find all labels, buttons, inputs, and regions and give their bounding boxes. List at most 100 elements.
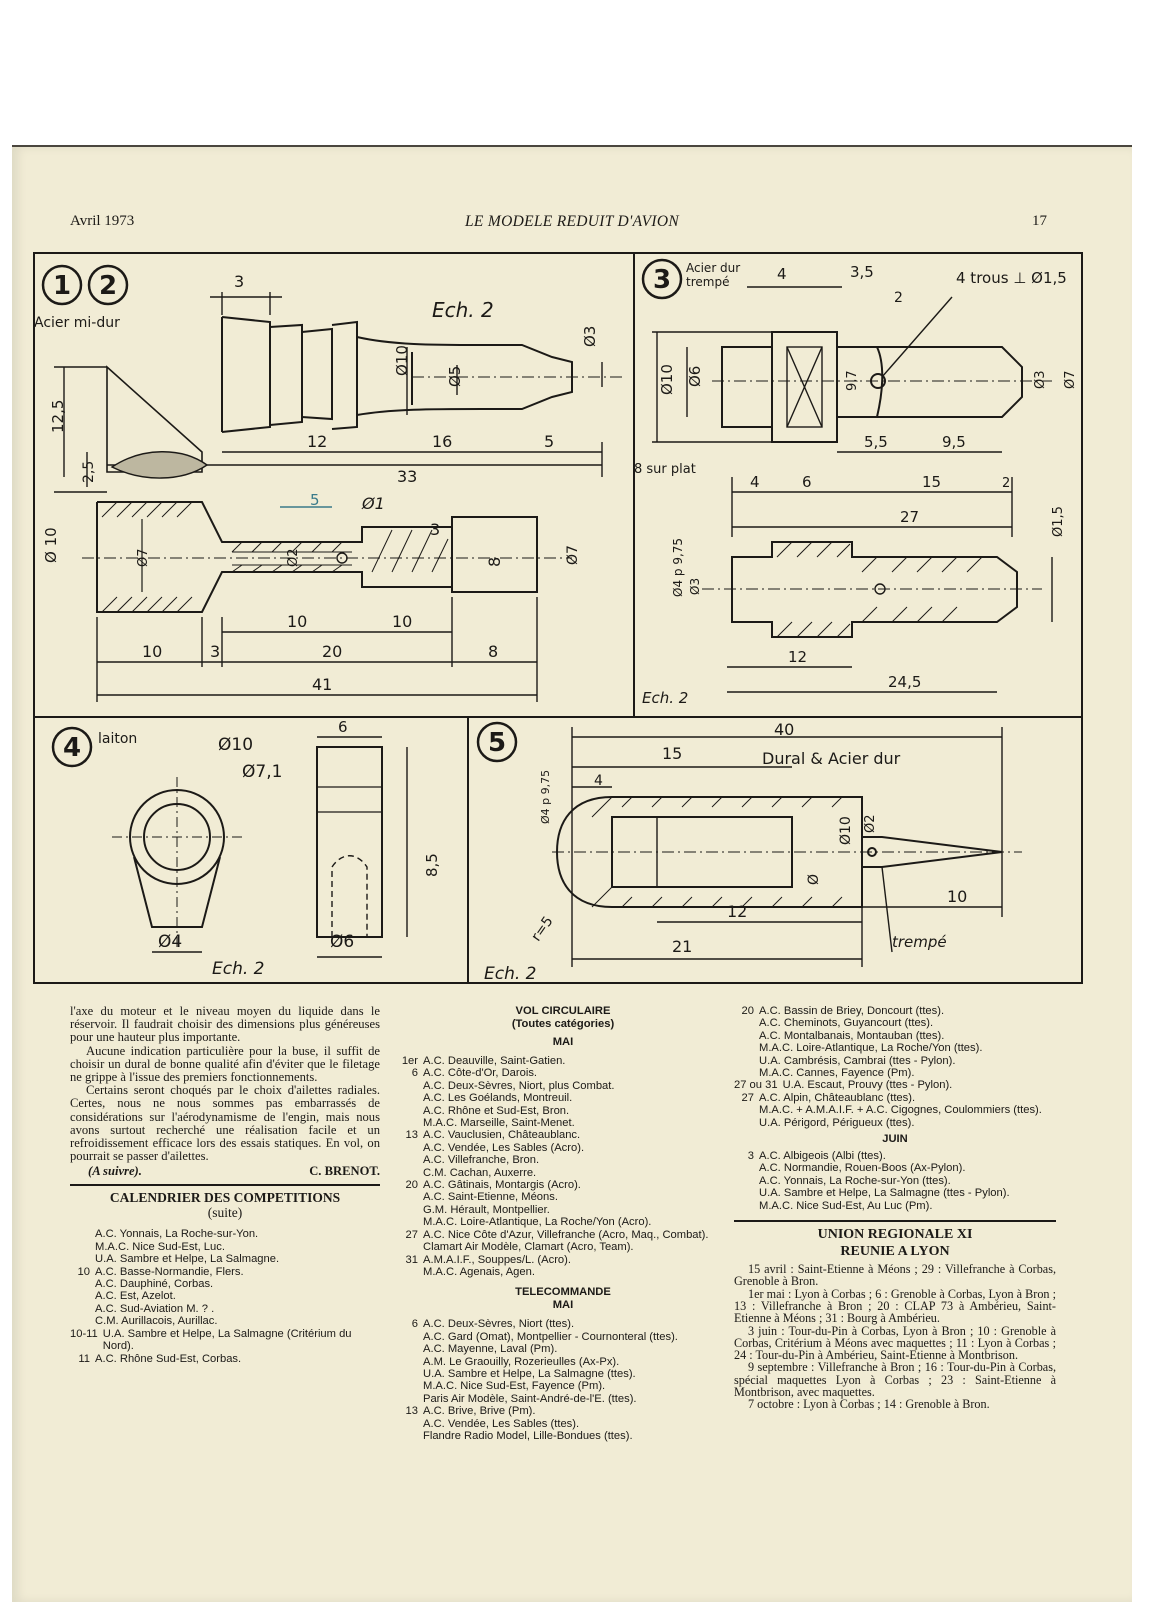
svg-text:Ø3: Ø3 [581,326,599,347]
list-item-text: M.A.C. Loire-Atlantique, La Roche/Yon (A… [423,1216,652,1229]
svg-text:2: 2 [894,290,903,306]
list-item-text: A.C. Yonnais, La Roche-sur-Yon. [95,1228,259,1241]
list-item: A.C. Deux-Sèvres, Niort, plus Combat. [398,1080,728,1092]
juin-heading: JUIN [882,1133,908,1146]
material-label-3a: Acier dur [686,261,740,275]
telecommande-month: MAI [552,1299,574,1312]
section-divider-2 [734,1220,1056,1223]
svg-text:6: 6 [338,718,348,736]
list-item-date [398,1266,423,1278]
list-item-date: 10-11 [70,1327,98,1340]
list-item: M.A.C. Nice Sud-Est, Luc. [70,1241,380,1253]
svg-text:10: 10 [287,612,307,631]
material-label-1: Acier mi-dur [34,315,120,331]
column-1: l'axe du moteur et le niveau moyen du li… [70,1004,380,1365]
header-date: Avril 1973 [70,213,135,229]
list-item-date [734,1067,759,1079]
list-item-date [70,1303,95,1315]
list-item-date [398,1216,423,1228]
list-item-date: 6 [411,1067,418,1080]
list-item-text: A.C. Yonnais, La Roche-sur-Yon (ttes). [759,1174,951,1187]
svg-text:4: 4 [777,265,787,283]
technical-drawing: 1 2 Acier mi-dur Ech. 2 [33,252,1083,984]
list-item-text: A.C. Rhône et Sud-Est, Bron. [423,1104,570,1117]
list-item-date [398,1368,423,1380]
column-2: VOL CIRCULAIRE (Toutes catégories) MAI 1… [398,1005,728,1442]
list-item-date [398,1241,423,1253]
svg-text:Ø10: Ø10 [393,345,411,376]
scale-label-5: Ech. 2 [484,964,537,984]
list-item-date [398,1331,423,1343]
list-item-text: A.C. Vauclusien, Châteaublanc. [423,1129,581,1142]
svg-text:12: 12 [727,902,747,921]
material-label-4: laiton [98,731,137,747]
telecommande-title: TELECOMMANDE [515,1286,611,1299]
svg-text:Ø1: Ø1 [361,494,385,513]
svg-text:5: 5 [544,432,554,451]
list-item-text: M.A.C. Marseille, Saint-Menet. [423,1117,575,1130]
list-item-date: 10 [77,1265,90,1278]
list-item-text: A.C. Mayenne, Laval (Pm). [423,1343,558,1356]
union-paragraph: 15 avril : Saint-Etienne à Méons ; 29 : … [734,1262,1056,1289]
list-item-text: U.A. Cambrésis, Cambrai (ttes - Pylon). [759,1054,956,1067]
svg-text:15: 15 [922,473,941,491]
list-item-text: A.C. Alpin, Châteaublanc (ttes). [759,1091,916,1104]
list-item-date [398,1204,423,1216]
vol-circulaire-month: MAI [552,1036,574,1048]
list-item-date: 6 [411,1318,418,1331]
list-item-date [70,1290,95,1302]
list-item: U.A. Sambre et Helpe, La Salmagne (ttes)… [398,1368,728,1380]
list-item-date: 1er [401,1055,418,1067]
svg-text:Ø7,1: Ø7,1 [242,762,282,782]
list-item-text: M.A.C. + A.M.A.I.F. + A.C. Cigognes, Cou… [759,1104,1042,1117]
list-item-text: M.A.C. Nice Sud-Est, Luc. [95,1240,225,1253]
list-item: U.A. Sambre et Helpe, La Salmagne (ttes … [734,1187,1056,1199]
list-item-date [70,1228,95,1240]
list-item-text: U.A. Sambre et Helpe, La Salmagne. [95,1253,280,1266]
list-item: G.M. Hérault, Montpellier. [398,1204,728,1216]
list-item-text: U.A. Sambre et Helpe, La Salmagne (ttes … [759,1187,1010,1200]
flat-note: 8 sur plat [634,462,696,477]
list-item-text: M.A.C. Loire-Atlantique, La Roche/Yon (t… [759,1042,983,1055]
svg-text:Ø10: Ø10 [838,816,854,845]
panel-4: 4 laiton Ech. 2 Ø10 Ø7,1 [51,718,441,979]
list-item: A.C. Saint-Etienne, Méons. [398,1191,728,1203]
list-item-date [734,1030,759,1042]
svg-text:27: 27 [900,508,919,526]
part-number-5: 5 [488,728,506,758]
list-item-date [398,1080,423,1092]
svg-text:Ø3: Ø3 [688,578,702,595]
list-item-date [398,1343,423,1355]
list-item-date: 27 [405,1228,418,1241]
list-item: A.C. Yonnais, La Roche-sur-Yon. [70,1228,380,1240]
list-item: Flandre Radio Model, Lille-Bondues (ttes… [398,1430,728,1442]
list-item: M.A.C. Loire-Atlantique, La Roche/Yon (A… [398,1216,728,1228]
list-item: A.C. Les Goélands, Montreuil. [398,1092,728,1104]
svg-text:10: 10 [392,612,412,631]
list-item-text: A.C. Côte-d'Or, Darois. [423,1067,538,1080]
svg-text:5: 5 [310,491,320,509]
svg-text:8: 8 [485,557,504,567]
list-item-text: A.C. Deux-Sèvres, Niort (ttes). [423,1318,575,1331]
svg-text:9,7: 9,7 [845,370,860,391]
list-item-date [70,1253,95,1265]
list-item: 6 A.C. Deux-Sèvres, Niort (ttes). [398,1318,728,1330]
union-paragraph: 3 juin : Tour-du-Pin à Corbas, Lyon à Br… [734,1323,1056,1363]
list-item-date [70,1278,95,1290]
list-item-date [398,1393,423,1405]
list-item: Paris Air Modèle, Saint-André-de-l'E. (t… [398,1393,728,1405]
svg-text:16: 16 [432,432,452,451]
panel-1-2: 1 2 Acier mi-dur Ech. 2 [34,264,622,702]
svg-text:Ø10: Ø10 [218,735,253,755]
scale-label-4: Ech. 2 [212,959,265,979]
list-item-text: A.C. Normandie, Rouen-Boos (Ax-Pylon). [759,1162,966,1175]
list-item-text: A.C. Nice Côte d'Azur, Villefranche (Acr… [423,1228,709,1241]
tempered-note: trempé [892,933,947,951]
